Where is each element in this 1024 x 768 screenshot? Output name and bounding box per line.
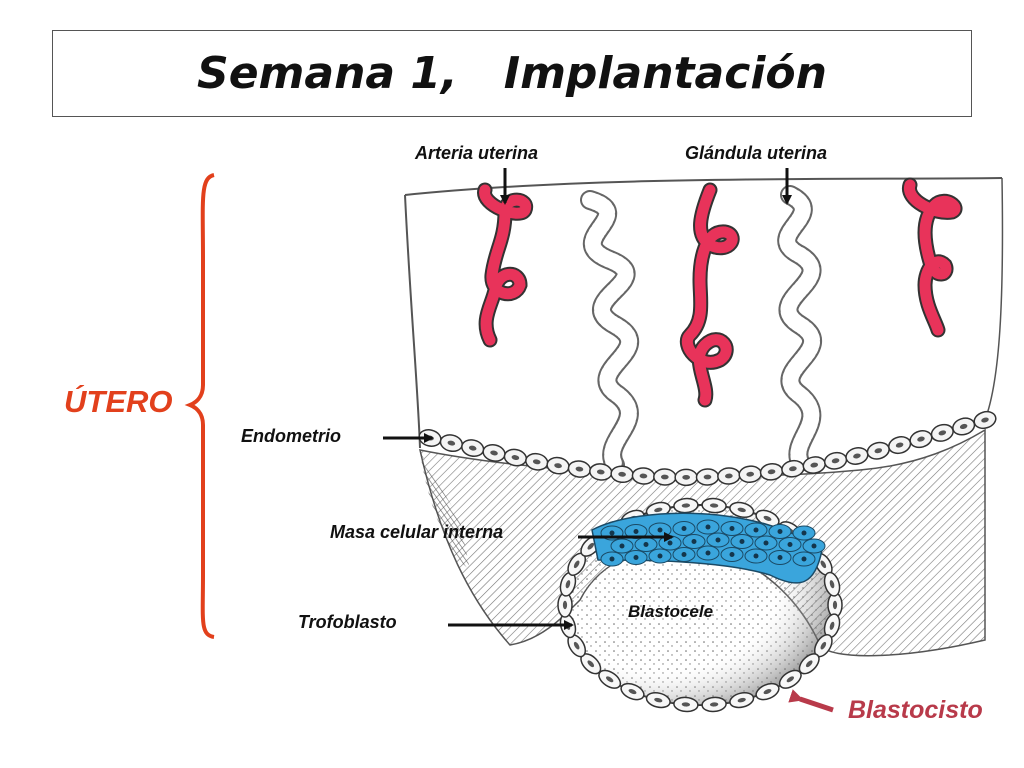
trophoblast-cell [729,501,755,519]
inner-cell [768,550,792,565]
inner-cell [754,535,778,551]
epithelial-cell [845,447,869,465]
uterine-artery-1 [477,182,534,348]
utero-brace [184,173,215,639]
epithelial-cell [823,451,848,470]
epithelial-cell [759,462,784,481]
trophoblast-cell [778,669,802,689]
inner-cell [730,534,754,549]
epithelial-cell [866,441,890,460]
inner-cell [672,547,696,562]
label-arteria-uterina: Arteria uterina [415,143,539,163]
inner-cell [672,521,696,536]
label-utero: ÚTERO [64,384,173,419]
inner-cell [696,545,720,561]
inner-cell [634,537,658,552]
label-glandula-uterina: Glándula uterina [685,143,828,163]
blastocyst [557,497,843,713]
uterine-gland-1 [580,190,640,475]
uterine-artery-3 [902,177,963,338]
epithelial-cell [589,463,613,481]
trophoblast-cell [701,497,727,514]
trophoblast-cell [559,571,577,597]
epithelial-cell [717,467,741,485]
inner-cell [610,538,634,554]
title-box: Semana 1, Implantación [52,30,972,117]
inner-cell [744,522,768,538]
epithelial-cell [973,410,997,430]
inner-cell [778,537,802,552]
epithelial-cell [482,444,506,462]
inner-cell [682,534,706,549]
arrow-blastocisto [788,689,834,713]
epithelial-cell [653,468,677,486]
inner-cell [720,547,744,562]
epithelial-cell [695,468,720,486]
epithelial-cell [888,436,912,455]
label-masa-celular-interna: Masa celular interna [330,522,504,542]
epithelial-cell [930,423,954,442]
uterine-gland-2 [777,185,822,472]
trophoblast-cell [645,691,671,709]
inner-cell [696,519,720,535]
inner-cell [744,548,768,564]
trophoblast-cell [673,696,699,713]
inner-cell [706,532,730,548]
inner-cell [802,538,826,554]
endometrial-epithelium [418,410,997,487]
trophoblast-cell [827,592,843,618]
inner-cell [648,522,672,538]
trophoblast-cell [755,682,780,701]
inner-cell [720,521,744,536]
uterine-artery-2 [679,182,740,408]
trophoblast-cell [823,571,841,597]
inner-cell [768,524,792,539]
slide-title: Semana 1, Implantación [197,48,827,99]
epithelial-cell [674,468,698,487]
epithelial-cell [909,430,933,449]
trophoblast-cell [701,696,727,713]
epithelial-cell [461,439,485,458]
label-blastocisto: Blastocisto [848,696,983,724]
label-endometrio: Endometrio [241,426,342,446]
trophoblast-cell [620,682,645,701]
inner-cell [624,550,648,565]
label-trofoblasto: Trofoblasto [298,612,397,632]
epithelial-cell [631,467,656,485]
inner-cell [792,551,816,567]
inner-cell [600,551,624,567]
trophoblast-cell [729,691,755,709]
epithelial-cell [952,417,976,436]
inner-cell [648,548,672,564]
trophoblast-cell [557,592,573,618]
label-blastocele: Blastocele [628,602,714,621]
epithelial-cell [439,434,463,453]
inner-cell-mass [591,512,826,584]
inner-cell [792,525,816,541]
